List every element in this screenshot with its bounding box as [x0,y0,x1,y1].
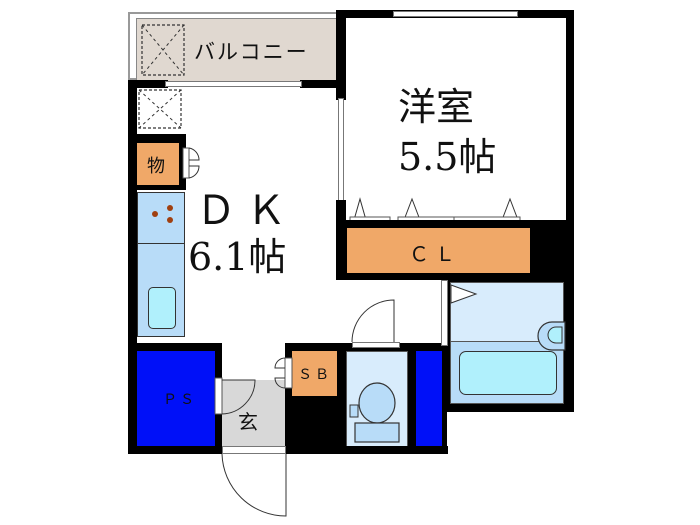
storage: 物 [137,143,179,185]
wall-left [128,80,137,452]
wall-right [566,10,574,410]
hatch-box-icon [138,89,182,129]
closet: ＣＬ [347,228,530,273]
dk-size: 6.1帖 [188,235,287,279]
toilet-icon[interactable] [349,380,404,445]
sliding-door-balcony[interactable] [165,81,302,87]
bath-faucet-icon[interactable] [537,321,566,351]
entrance: 玄 [222,380,286,446]
wall-toilet-bottom [285,446,447,454]
shoe-box: ＳＢ [292,351,337,396]
western-room-label: 洋室 [398,85,475,129]
window-top [393,11,518,17]
bath-vertical-wall [441,280,448,346]
balcony-hatch-icon [141,24,185,76]
balcony-label: バルコニー [194,40,309,64]
entrance-gap [222,446,286,454]
storage-door-icon[interactable] [182,146,203,182]
pipe-space: ＰＳ [137,351,215,446]
bathtub[interactable] [459,351,557,395]
wall-dk-top-right [300,80,346,88]
pipe-space-right [416,351,442,447]
balcony-floor [136,18,342,84]
wall-mid-balcony [336,10,346,100]
stove-burners-icon[interactable] [150,200,180,230]
shoe-box-label: ＳＢ [298,367,332,383]
kitchen-counter [137,192,185,337]
closet-label: ＣＬ [409,242,461,266]
storage-label: 物 [147,156,165,177]
toilet-door-icon[interactable] [351,299,400,344]
wall-dk-top-left [128,80,168,88]
ps-door-icon[interactable] [214,376,265,416]
western-room-size: 5.5帖 [398,135,497,179]
sink[interactable] [148,287,176,329]
pipe-space-label: ＰＳ [163,392,197,408]
shoe-box-door-icon[interactable] [273,356,293,392]
toilet-door-frame [352,342,400,348]
closet-doors-icon [349,197,521,223]
bath-door-icon[interactable] [450,284,480,304]
entrance-label: 玄 [238,410,258,434]
stove-divider [138,243,184,244]
dk-label: ＤＫ [196,188,296,234]
balcony: バルコニー [128,12,342,84]
entrance-door-icon[interactable] [221,453,290,520]
